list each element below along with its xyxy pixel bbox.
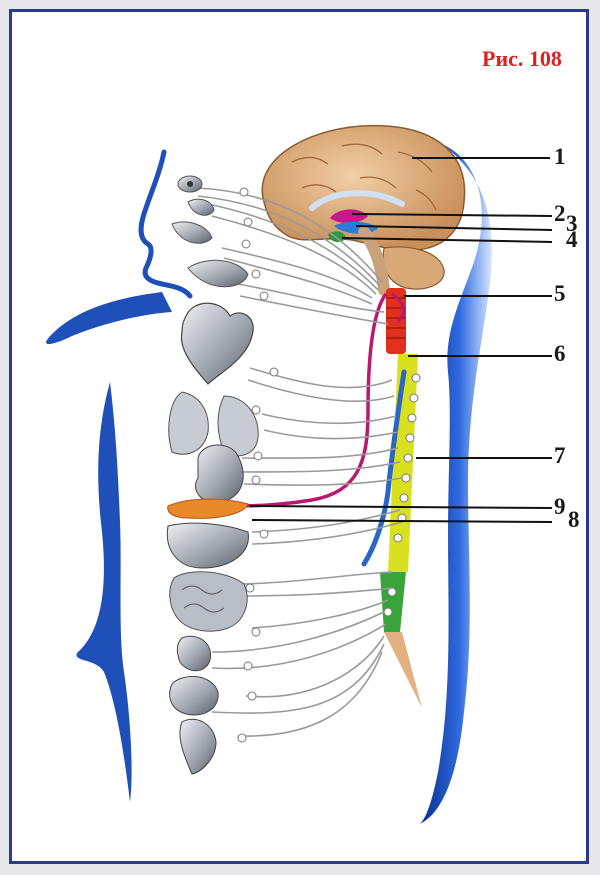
back-outline (420, 144, 492, 824)
cerebellum (382, 246, 445, 290)
nervous-system-diagram (46, 124, 553, 824)
paravertebral-ganglia (383, 373, 421, 617)
callout-8: 8 (568, 507, 580, 532)
organs (166, 175, 259, 775)
bladder (169, 675, 219, 716)
callout-4: 4 (566, 227, 578, 252)
nerve-fibers (197, 187, 403, 737)
callout-1: 1 (554, 144, 566, 169)
leader-3 (355, 225, 553, 231)
callout-7: 7 (554, 443, 566, 468)
sympathetic-chain (361, 369, 407, 567)
kidney (176, 635, 212, 672)
figure-frame: Рис. 108 1 2 3 4 5 6 7 9 8 (9, 9, 589, 864)
salivary-gland-lower (187, 259, 249, 288)
parasympathetic-pathway-upper (391, 292, 406, 324)
leader-2 (351, 213, 553, 217)
stomach (195, 444, 244, 504)
pancreas (167, 498, 249, 519)
face-profile (138, 149, 193, 299)
corpus-callosum (309, 190, 405, 211)
brain (261, 124, 466, 296)
sacral-segment (380, 572, 406, 632)
callout-leaders (249, 157, 553, 523)
arm-outline (46, 292, 172, 345)
torso-outline (76, 382, 132, 802)
callout-5: 5 (554, 281, 566, 306)
leader-9 (249, 505, 553, 509)
callout-2: 2 (554, 201, 566, 226)
genitals (179, 718, 217, 775)
leader-4 (341, 237, 553, 243)
body-silhouette (46, 144, 492, 824)
lung-left (168, 391, 209, 455)
callout-3: 3 (566, 211, 578, 236)
leader-8 (251, 519, 553, 523)
intestines (169, 571, 248, 632)
callout-6: 6 (554, 341, 566, 366)
liver (166, 522, 249, 569)
heart (180, 302, 254, 385)
thoracic-segment (388, 354, 418, 572)
spinal-cord (361, 288, 422, 708)
salivary-gland-upper (171, 221, 213, 244)
cauda-equina (384, 632, 422, 708)
nerve-ganglia (237, 187, 279, 743)
brainstem (358, 226, 390, 296)
callout-9: 9 (554, 494, 566, 519)
lung-right (217, 395, 259, 457)
figure-title: Рис. 108 (482, 46, 562, 71)
lacrimal-gland (187, 198, 215, 216)
hypothalamus (330, 209, 368, 224)
